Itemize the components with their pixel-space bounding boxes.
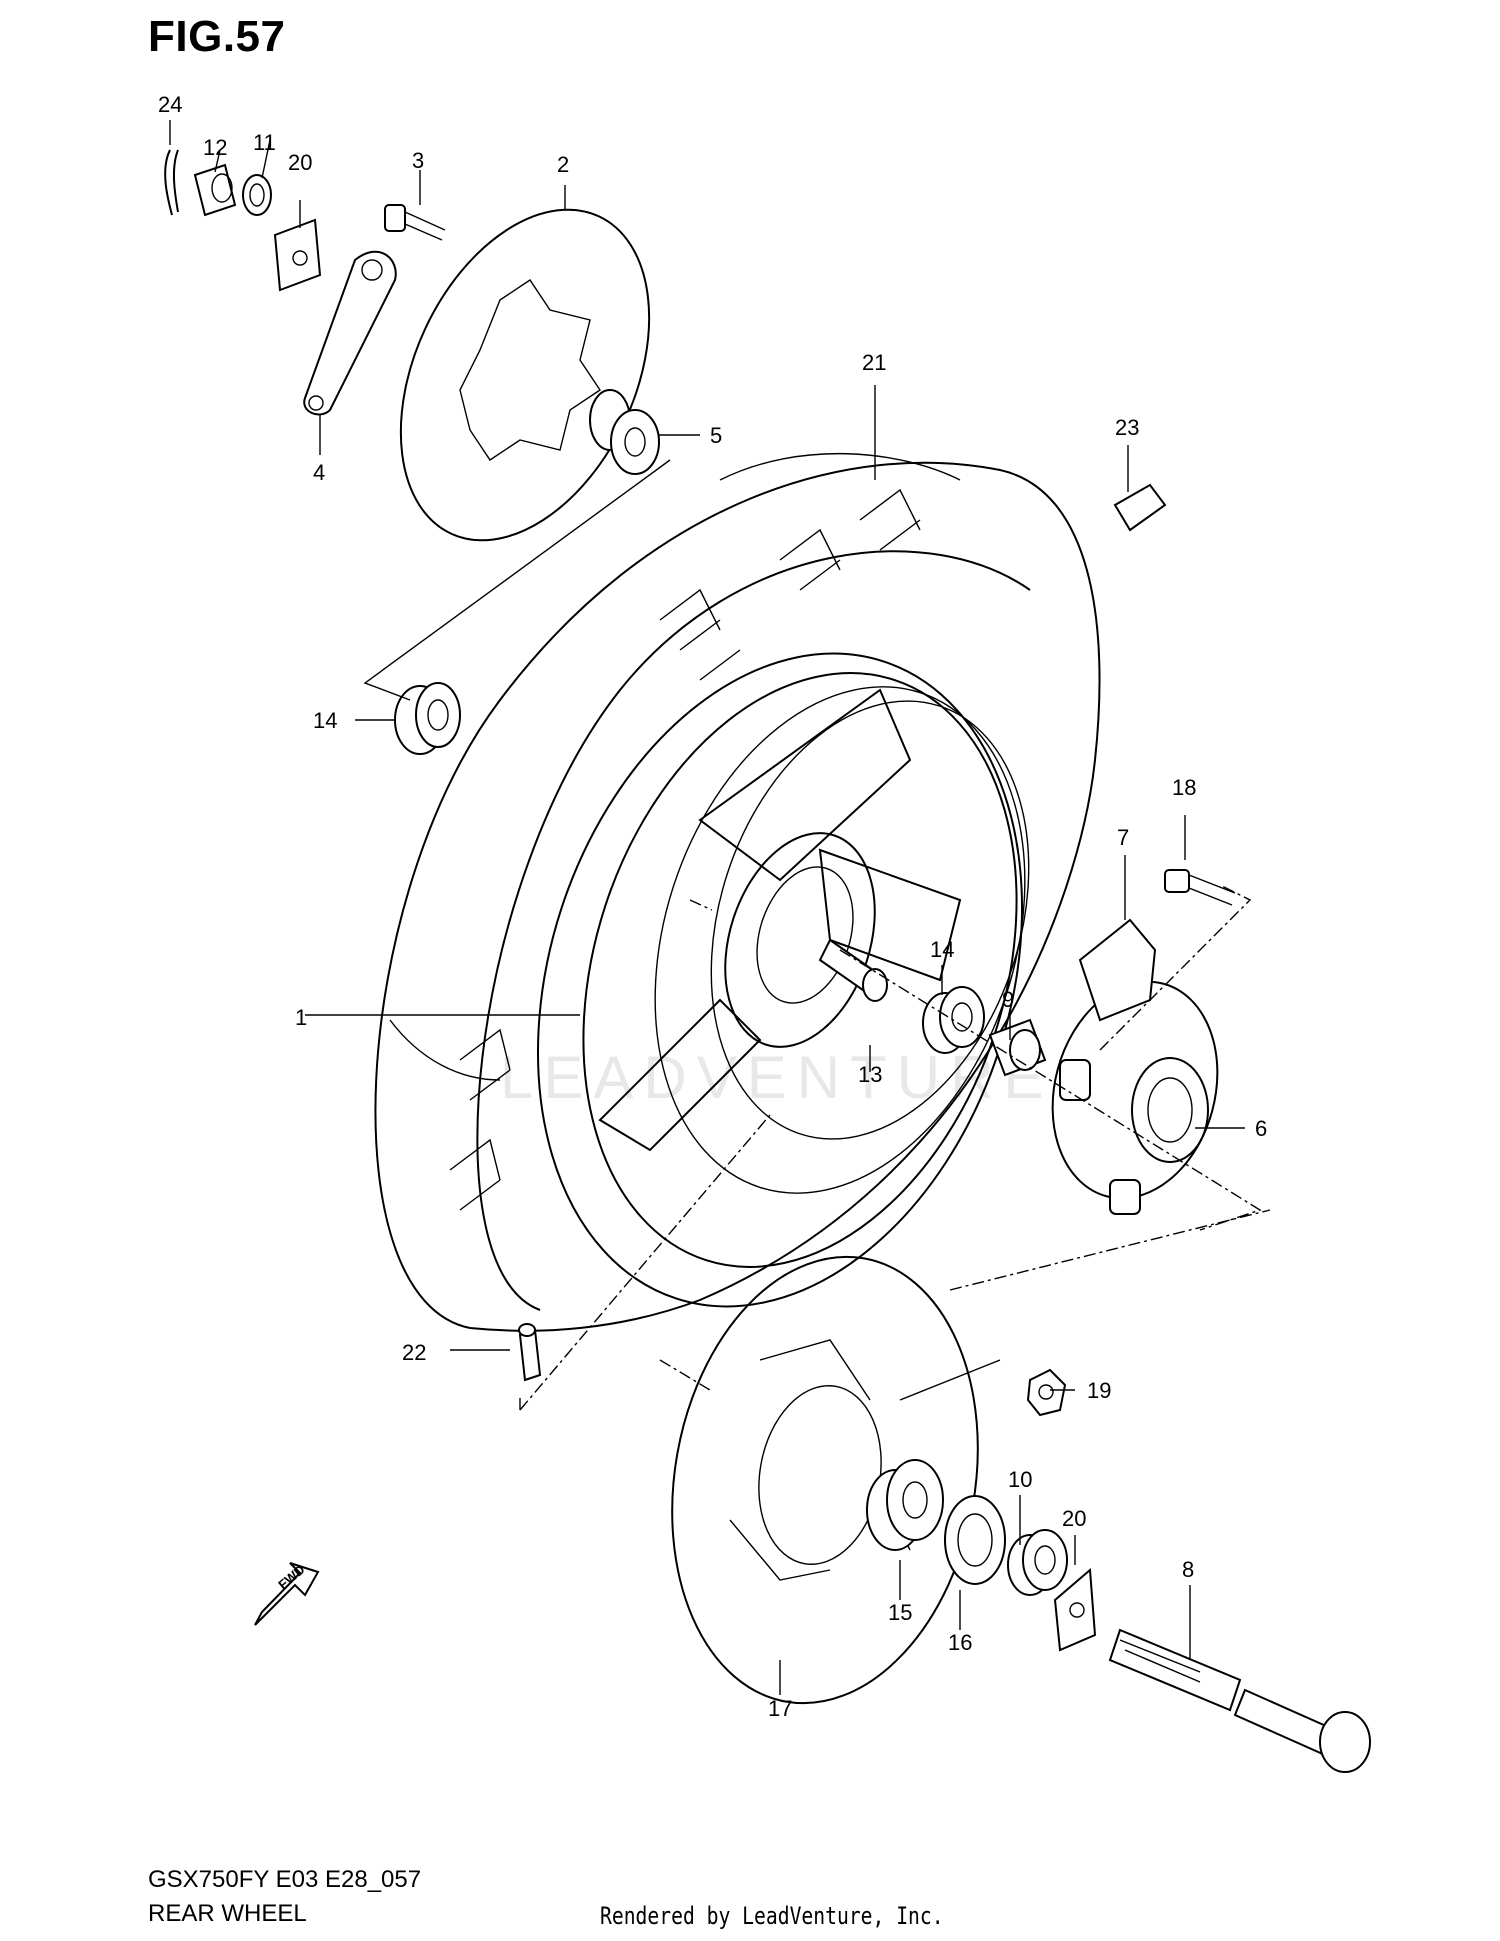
cotter-pin-24 bbox=[164, 149, 179, 216]
callout-20-bottom: 20 bbox=[1062, 1506, 1086, 1531]
balance-clip-23 bbox=[1113, 483, 1167, 532]
fwd-arrow-icon: FWD bbox=[254, 1562, 320, 1626]
torque-link-4 bbox=[303, 250, 397, 416]
spacer-16 bbox=[944, 1495, 1006, 1585]
diagram-caption: REAR WHEEL bbox=[148, 1900, 307, 1927]
callout-13: 13 bbox=[858, 1062, 882, 1087]
render-credit: Rendered by LeadVenture, Inc. bbox=[600, 1902, 944, 1930]
bolt-18 bbox=[1164, 869, 1236, 906]
model-code: GSX750FY E03 E28_057 bbox=[148, 1866, 422, 1893]
valve-22 bbox=[518, 1323, 542, 1382]
callout-24: 24 bbox=[158, 92, 182, 117]
assembly-guide-lines bbox=[363, 459, 1271, 1411]
callout-1: 1 bbox=[295, 1005, 307, 1030]
callout-4: 4 bbox=[313, 460, 325, 485]
callout-12: 12 bbox=[203, 135, 227, 160]
callout-23: 23 bbox=[1115, 415, 1139, 440]
collar-10 bbox=[1007, 1529, 1068, 1596]
brake-disc bbox=[399, 208, 651, 542]
spacer-5 bbox=[589, 389, 660, 475]
tread-pattern bbox=[449, 488, 921, 1211]
wheel-rim bbox=[536, 652, 1030, 1308]
callout-6: 6 bbox=[1255, 1116, 1267, 1141]
callout-2: 2 bbox=[557, 152, 569, 177]
callout-7: 7 bbox=[1117, 825, 1129, 850]
sprocket-nut-19 bbox=[1026, 1368, 1067, 1417]
callout-19: 19 bbox=[1087, 1378, 1111, 1403]
callout-9: 9 bbox=[1002, 987, 1014, 1012]
callout-8: 8 bbox=[1182, 1557, 1194, 1582]
callout-17: 17 bbox=[768, 1696, 792, 1721]
bearing-15 bbox=[866, 1459, 944, 1551]
wheel-hub-spokes bbox=[598, 688, 962, 1152]
callout-5: 5 bbox=[710, 423, 722, 448]
disc-bolt-3 bbox=[384, 204, 446, 241]
cush-damper-7 bbox=[1078, 918, 1157, 1022]
washer-11 bbox=[242, 174, 272, 216]
washer-plate-20-top bbox=[273, 218, 322, 292]
rear-axle-8 bbox=[1108, 1628, 1371, 1773]
callout-14-right: 14 bbox=[930, 937, 954, 962]
leader-lines bbox=[169, 120, 1245, 1695]
callout-16: 16 bbox=[948, 1630, 972, 1655]
sprocket-drum-6 bbox=[1051, 980, 1219, 1215]
callout-18: 18 bbox=[1172, 775, 1196, 800]
axle-spacer-13 bbox=[818, 938, 888, 1002]
callout-11: 11 bbox=[253, 130, 276, 155]
callout-21: 21 bbox=[862, 350, 886, 375]
callout-22: 22 bbox=[402, 1340, 426, 1365]
callout-numbers: 1 2 3 4 5 6 7 8 9 10 11 12 13 14 14 15 1… bbox=[158, 92, 1267, 1721]
callout-14-left: 14 bbox=[313, 708, 337, 733]
callout-20-top: 20 bbox=[288, 150, 312, 175]
bearing-14-left bbox=[394, 682, 461, 755]
callout-15: 15 bbox=[888, 1600, 912, 1625]
figure-title: FIG.57 bbox=[148, 12, 286, 61]
tire-outline bbox=[374, 452, 1101, 1332]
callout-3: 3 bbox=[412, 148, 424, 173]
callout-10: 10 bbox=[1008, 1467, 1032, 1492]
washer-plate-20-bottom bbox=[1053, 1567, 1097, 1652]
castle-nut-12 bbox=[193, 163, 237, 217]
